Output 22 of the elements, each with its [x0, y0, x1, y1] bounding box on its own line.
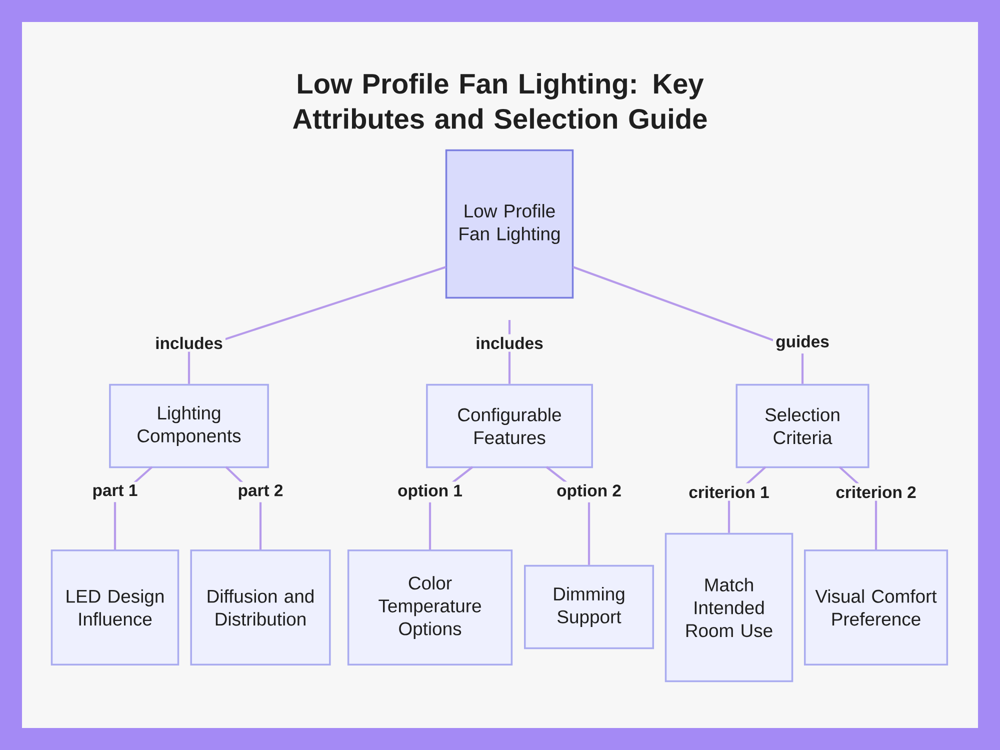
edge-label: part 2: [235, 482, 286, 502]
topic-box: Selection Criteria: [736, 384, 870, 468]
edge-label: criterion 1: [686, 483, 772, 501]
topic-box: Lighting Components: [109, 384, 269, 468]
edge-label: option 2: [554, 482, 624, 502]
edge-label: guides: [772, 332, 832, 354]
connector: [188, 266, 446, 384]
topic-box: Match Intended Room Use: [664, 532, 794, 682]
root-box: Low Profile Fan Lighting: [445, 149, 574, 299]
edge-label: includes: [152, 334, 226, 352]
edge-label: option 1: [394, 482, 466, 502]
connector: [572, 266, 804, 384]
edge-label: part 1: [90, 482, 140, 502]
topic-box: Color Temperature Options: [347, 550, 513, 666]
topic-box: Visual Comfort Preference: [804, 550, 948, 666]
topic-box: Dimming Support: [524, 564, 654, 650]
title: Low Profile Fan Lighting: Key Attributes and Selection Guide: [292, 73, 707, 129]
topic-box: Diffusion and Distribution: [190, 550, 331, 666]
topic-box: LED Design Influence: [50, 550, 180, 666]
edge-label: criterion 2: [833, 483, 919, 501]
topic-box: Configurable Features: [426, 384, 593, 468]
edge-label: includes: [473, 334, 546, 352]
